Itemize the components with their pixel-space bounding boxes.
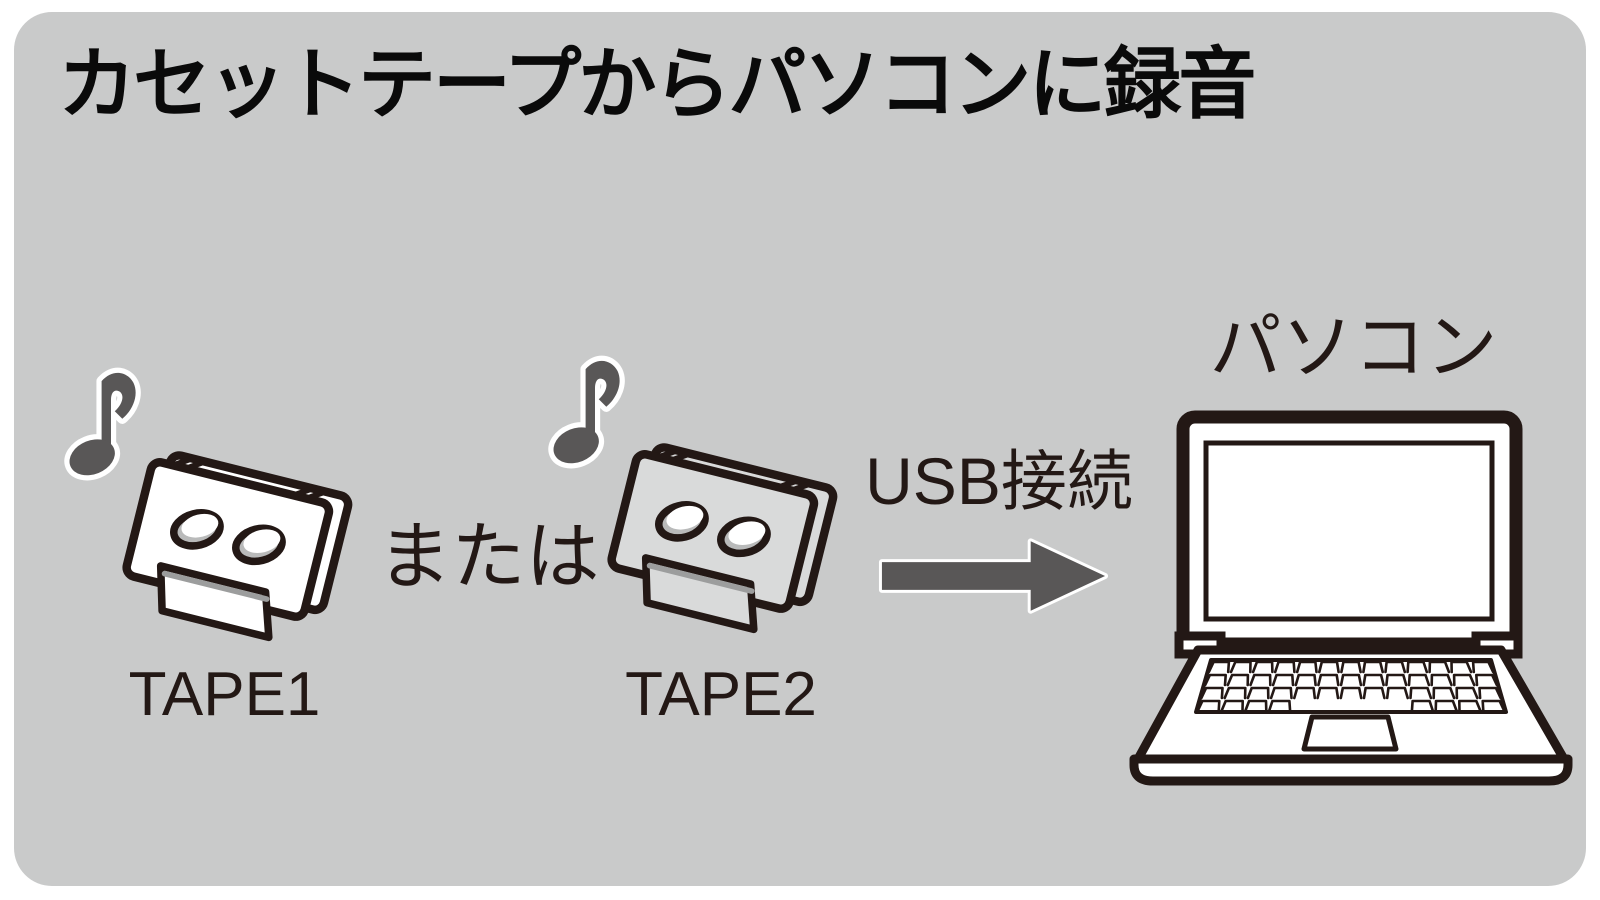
laptop-trackpad [1301, 714, 1399, 752]
laptop-keys [1196, 660, 1506, 713]
diagram-panel: カセットテープからパソコンに録音 [14, 12, 1586, 886]
tape-top-stripes [170, 455, 329, 502]
pc-label: パソコン [1209, 308, 1498, 388]
or-text: または [377, 515, 600, 598]
tape-reel-hole [717, 516, 771, 558]
laptop-keyboard [1194, 658, 1508, 714]
music-note-icon [548, 352, 642, 470]
tape-reel-hole [170, 509, 224, 550]
music-note-icon [64, 364, 158, 482]
cassette-tape1-illustration [114, 440, 353, 652]
laptop-icon [1126, 410, 1581, 795]
diagram-title: カセットテープからパソコンに録音 [58, 40, 1256, 128]
laptop-bottom-deck [1129, 754, 1573, 786]
laptop-screen [1203, 440, 1495, 622]
tape-top-stripes [655, 447, 814, 494]
tape2-label: TAPE2 [625, 660, 817, 729]
tape1-label: TAPE1 [128, 660, 321, 729]
right-arrow-icon [874, 534, 1112, 618]
usb-connection-label: USB接続 [865, 444, 1133, 518]
tape-reel-hole [655, 501, 709, 542]
tape-reel-hole [232, 524, 286, 566]
cassette-tape2-illustration [599, 432, 838, 644]
